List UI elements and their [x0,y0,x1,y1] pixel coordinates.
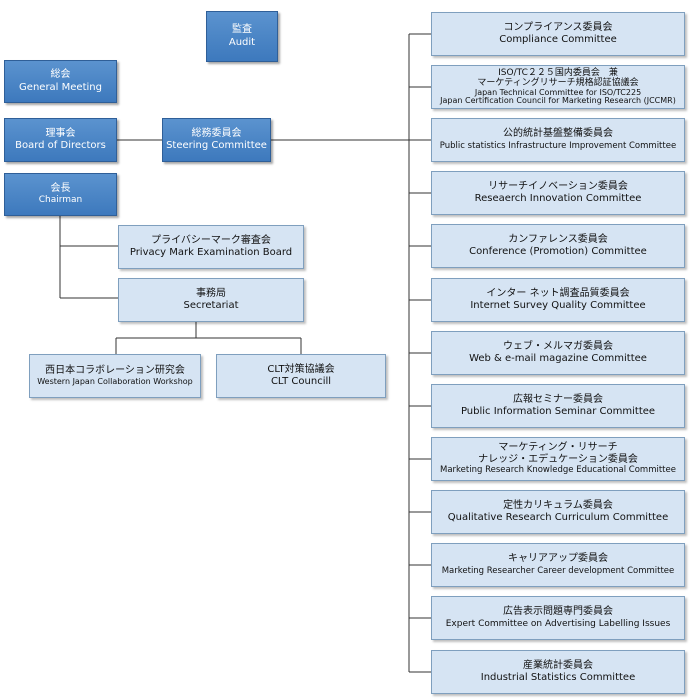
committee-web-email: ウェブ・メルマガ委員会 Web & e-mail magazine Commit… [431,331,685,375]
privacy-ja: プライバシーマーク審査会 [151,234,271,246]
committee-internet-survey: インター ネット調査品質委員会 Internet Survey Quality … [431,278,685,322]
steering-box: 総務委員会 Steering Committee [162,118,271,162]
committee-ja: 定性カリキュラム委員会 [503,499,613,511]
general-meeting-box: 総会 General Meeting [4,60,117,103]
committee-ja: インター ネット調査品質委員会 [486,287,630,299]
committee-en: Reseaerch Innovation Committee [474,193,642,204]
committee-ja: リサーチイノベーション委員会 [488,180,628,192]
chairman-box: 会長 Chairman [4,173,117,216]
committee-advertising-labelling: 広告表示問題専門委員会 Expert Committee on Advertis… [431,596,685,640]
privacy-mark-box: プライバシーマーク審査会 Privacy Mark Examination Bo… [118,225,304,269]
clt-en: CLT Councill [270,376,332,387]
committee-public-statistics: 公的統計基盤整備委員会 Public statistics Infrastruc… [431,118,685,162]
audit-ja: 監査 [232,24,252,35]
steering-ja: 総務委員会 [191,127,242,139]
board-box: 理事会 Board of Directors [4,118,117,162]
audit-box: 監査 Audit [206,11,278,62]
committee-en-line1: Japan Technical Committee for ISO/TC225 [474,87,642,97]
chairman-ja: 会長 [50,182,71,194]
committee-ja-line2: マーケティングリサーチ規格認証協議会 [477,77,639,88]
committee-ja-line1: ISO/TC２２５国内委員会 兼 [498,67,618,78]
committee-ja-line1: マーケティング・リサーチ [498,442,618,454]
general-meeting-en: General Meeting [19,81,102,93]
committee-en: Public Information Seminar Committee [460,406,656,417]
committee-ja: カンファレンス委員会 [508,233,608,245]
committee-conference: カンファレンス委員会 Conference (Promotion) Commit… [431,224,685,268]
secretariat-en: Secretariat [183,300,239,311]
committee-compliance: コンプライアンス委員会 Compliance Committee [431,12,685,56]
western-en: Western Japan Collaboration Workshop [37,377,193,387]
committee-ja: 公的統計基盤整備委員会 [503,128,613,140]
committee-ja: ウェブ・メルマガ委員会 [503,340,613,352]
board-ja: 理事会 [45,127,76,139]
chairman-en: Chairman [38,195,83,206]
committee-en: Internet Survey Quality Committee [470,300,646,311]
secretariat-ja: 事務局 [196,287,226,299]
committee-en: Industrial Statistics Committee [480,672,636,683]
committee-en: Conference (Promotion) Committee [469,246,647,257]
committee-ja: 広報セミナー委員会 [513,393,603,405]
committee-en: Marketing Research Knowledge Educational… [440,465,676,476]
committee-industrial-statistics: 産業統計委員会 Industrial Statistics Committee [431,650,685,694]
committee-en: Compliance Committee [499,34,617,45]
committee-en: Expert Committee on Advertising Labellin… [445,618,671,629]
privacy-en: Privacy Mark Examination Board [129,247,293,258]
committee-ja: 産業統計委員会 [523,659,593,671]
committee-en: Qualitative Research Curriculum Committe… [447,512,669,523]
committee-en: Web & e-mail magazine Committee [469,353,647,364]
general-meeting-ja: 総会 [50,69,71,80]
committee-research-innovation: リサーチイノベーション委員会 Reseaerch Innovation Comm… [431,171,685,215]
committee-ja-line2: ナレッジ・エデュケーション委員会 [478,453,638,465]
board-en: Board of Directors [15,140,106,151]
committee-ja: コンプライアンス委員会 [503,21,613,33]
committee-en-line2: Japan Certification Council for Marketin… [440,95,676,105]
clt-box: CLT対策協議会 CLT Councill [216,354,386,398]
committee-qualitative-curriculum: 定性カリキュラム委員会 Qualitative Research Curricu… [431,490,685,534]
committee-knowledge-education: マーケティング・リサーチ ナレッジ・エデュケーション委員会 Marketing … [431,437,685,481]
secretariat-box: 事務局 Secretariat [118,278,304,322]
committee-ja: キャリアアップ委員会 [508,553,608,565]
committee-public-information: 広報セミナー委員会 Public Information Seminar Com… [431,384,685,428]
western-ja: 西日本コラボレーション研究会 [45,364,185,376]
committee-career-up: キャリアアップ委員会 Marketing Researcher Career d… [431,543,685,587]
committee-ja: 広告表示問題専門委員会 [503,606,613,618]
committee-en: Public statistics Infrastructure Improve… [439,140,677,151]
audit-en: Audit [228,36,256,48]
clt-ja: CLT対策協議会 [267,363,335,375]
steering-en: Steering Committee [166,140,267,151]
western-japan-box: 西日本コラボレーション研究会 Western Japan Collaborati… [29,354,201,398]
committee-iso-tc225: ISO/TC２２５国内委員会 兼 マーケティングリサーチ規格認証協議会 Japa… [431,65,685,109]
committee-en: Marketing Researcher Career development … [441,565,675,576]
